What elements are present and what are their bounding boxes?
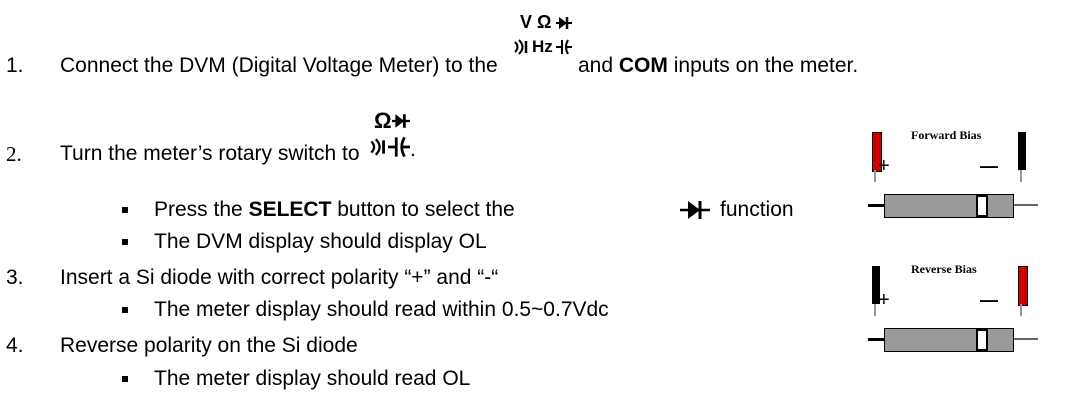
diode-lead-right: [1012, 338, 1038, 340]
reverse-bias-figure: Reverse Bias + —: [868, 262, 1038, 372]
left-probe-red: [872, 132, 882, 172]
capacitor-icon: [556, 39, 572, 55]
diode-lead-right: [1012, 204, 1038, 206]
probe-tip: [874, 304, 876, 316]
probe-tip: [1020, 304, 1022, 316]
step-2-bullet-1: Press the SELECT button to select the: [154, 198, 515, 221]
diode-lead-left: [868, 338, 884, 341]
voltage-ohm-diode-capacitance-symbol: V Ω Hz: [512, 12, 572, 72]
plus-sign: +: [878, 289, 890, 311]
cathode-band: [976, 195, 988, 217]
diode-lead-left: [868, 204, 884, 207]
diode-function-icon: [680, 201, 710, 219]
right-probe-black: [1018, 132, 1026, 170]
step-2-number: 2.: [6, 142, 22, 166]
diode-body: [884, 328, 1014, 352]
step-1-text-tail: and COM inputs on the meter.: [578, 54, 859, 77]
step-3-number: 3.: [6, 266, 24, 289]
forward-bias-figure: Forward Bias + —: [868, 128, 1038, 238]
step-1-text: Connect the DVM (Digital Voltage Meter) …: [60, 54, 498, 77]
step-1-number: 1.: [6, 54, 24, 77]
plus-sign: +: [878, 155, 890, 177]
minus-sign: —: [980, 156, 998, 176]
diode-icon: [556, 17, 572, 29]
function-label: function: [720, 198, 794, 221]
cathode-band: [976, 329, 988, 351]
continuity-sound-icon: [514, 39, 528, 55]
continuity-sound-icon: [370, 138, 385, 156]
capacitor-icon: [388, 136, 410, 158]
bullet-marker: [122, 376, 128, 382]
bullet-marker: [122, 239, 128, 245]
step-2-text: Turn the meter’s rotary switch to: [60, 142, 360, 165]
right-probe-red: [1018, 266, 1028, 306]
left-probe-black: [872, 266, 880, 304]
step-4-text: Reverse polarity on the Si diode: [60, 334, 358, 357]
step-4-number: 4.: [6, 334, 24, 357]
step-2-bullet-2: The DVM display should display OL: [154, 230, 487, 253]
step-4-bullet-1: The meter display should read OL: [154, 367, 471, 390]
diode-icon: [392, 114, 410, 128]
figure-title: Forward Bias: [911, 128, 982, 142]
step-3-text: Insert a Si diode with correct polarity …: [60, 266, 499, 289]
com-label: COM: [618, 54, 668, 77]
bullet-marker: [122, 307, 128, 313]
diode-body: [884, 194, 1014, 218]
minus-sign: —: [980, 290, 998, 310]
figure-title: Reverse Bias: [911, 262, 977, 276]
select-button-label: SELECT: [248, 198, 332, 221]
probe-tip: [874, 170, 876, 182]
bullet-marker: [122, 207, 128, 213]
probe-tip: [1020, 170, 1022, 182]
step-3-bullet-1: The meter display should read within 0.5…: [154, 298, 609, 321]
rotary-switch-symbol: Ω .: [368, 110, 418, 166]
